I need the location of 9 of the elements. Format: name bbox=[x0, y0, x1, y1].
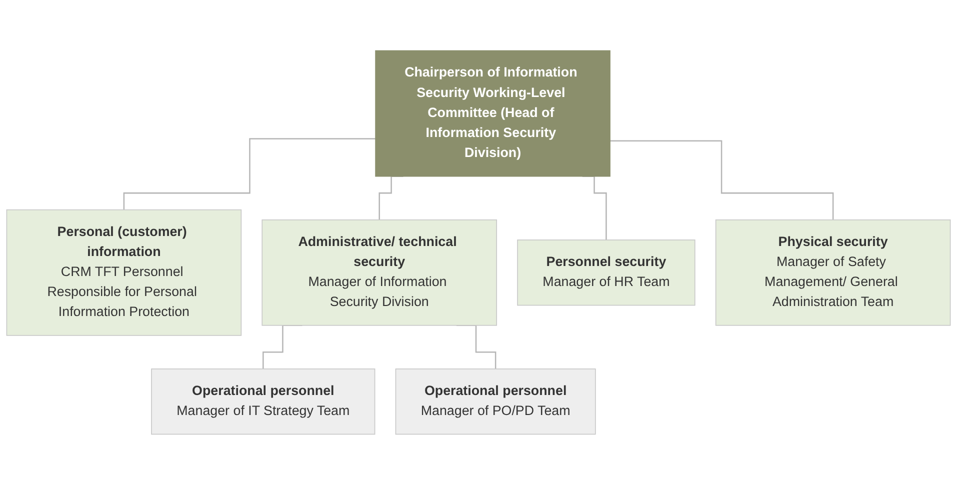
node-box: Personal (customer) information CRM TFT Personnel Responsible for Personal Information Protection bbox=[6, 209, 242, 336]
node-box: Physical security Manager of Safety Management/ General Administration Team bbox=[715, 219, 951, 326]
node-box: Operational personnel Manager of PO/PD Team bbox=[395, 368, 596, 435]
connector bbox=[610, 140, 834, 221]
node-box: Personnel security Manager of HR Team bbox=[517, 240, 696, 306]
node-box: Operational personnel Manager of IT Strategy Team bbox=[151, 368, 376, 435]
connector bbox=[123, 138, 376, 210]
node-box: Chairperson of Information Security Working-Level Committee (Head of Information Security Division) bbox=[375, 50, 610, 177]
node-box: Administrative/ technical security Manager of Information Security Division bbox=[262, 219, 498, 326]
